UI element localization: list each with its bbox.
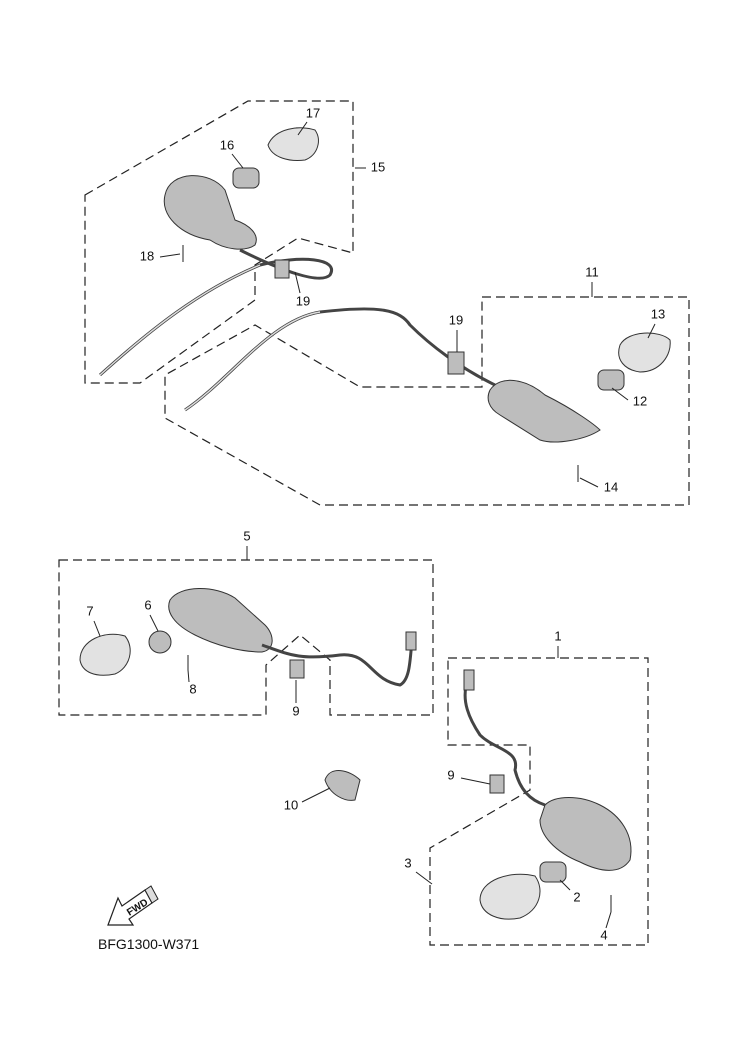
- grommet: [489, 774, 505, 794]
- group-15-outline: [84, 100, 354, 384]
- grommet: [447, 351, 465, 375]
- callout-3: 3: [404, 855, 411, 870]
- callout-19: 19: [296, 293, 310, 308]
- group-5-outline: [58, 559, 434, 716]
- forward-arrow-icon: FWD: [107, 885, 159, 926]
- callout-9: 9: [292, 703, 299, 718]
- turn-signal-front-right: [463, 669, 632, 871]
- callout-10: 10: [284, 797, 298, 812]
- lens-3: [479, 873, 541, 920]
- callout-9: 9: [447, 767, 454, 782]
- grommet: [289, 659, 305, 679]
- callout-14: 14: [604, 479, 618, 494]
- grommet: [274, 259, 290, 279]
- connector: [405, 631, 417, 651]
- turn-signal-rear-left: [98, 175, 333, 377]
- callout-6: 6: [144, 597, 151, 612]
- group-11-outline: [164, 296, 690, 506]
- callout-11: 11: [585, 264, 599, 279]
- callout-18: 18: [140, 248, 154, 263]
- callout-1: 1: [554, 628, 561, 643]
- callout-4: 4: [600, 927, 607, 942]
- lens-17: [267, 127, 319, 161]
- clip-10: [324, 770, 361, 801]
- bulb-2: [539, 861, 567, 883]
- connector: [463, 669, 475, 691]
- turn-signal-front-left: [168, 588, 417, 687]
- turn-signal-rear-right: [184, 307, 601, 443]
- bulb-16: [232, 167, 260, 189]
- callout-17: 17: [306, 105, 320, 120]
- callout-5: 5: [243, 528, 250, 543]
- callout-15: 15: [371, 159, 385, 174]
- callout-8: 8: [189, 681, 196, 696]
- bulb-12: [597, 369, 625, 391]
- lens-13: [618, 332, 671, 373]
- drawing-code: BFG1300-W371: [98, 936, 199, 952]
- group-1-outline: [429, 657, 649, 946]
- leader-lines: [93, 121, 656, 929]
- callout-12: 12: [633, 393, 647, 408]
- callout-19: 19: [449, 312, 463, 327]
- callout-13: 13: [651, 306, 665, 321]
- bulb-6: [148, 630, 172, 654]
- lens-7: [79, 633, 131, 676]
- callout-7: 7: [86, 603, 93, 618]
- callout-16: 16: [220, 137, 234, 152]
- callout-2: 2: [573, 889, 580, 904]
